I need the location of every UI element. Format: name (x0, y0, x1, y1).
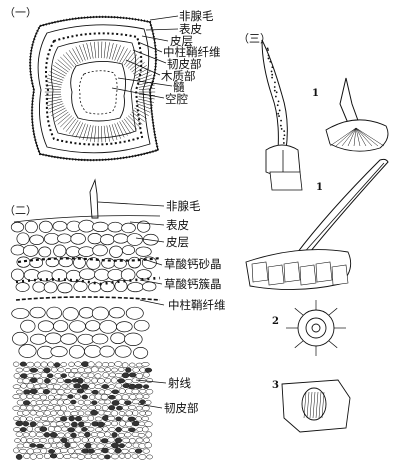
hair-figure-1b (325, 77, 389, 152)
sand-crystal-band (17, 256, 161, 264)
sand-crystal-lines (303, 391, 325, 419)
label-top-pith: 髓 (173, 80, 185, 94)
hair-drawing (89, 178, 99, 219)
figure-number-1a: 1 (312, 88, 319, 99)
figure-number-3: 3 (272, 380, 279, 391)
hair-1b-base (325, 119, 389, 152)
label-mid-pericycle: 中柱鞘纤维 (168, 298, 226, 312)
hair-figure-1a (261, 39, 303, 191)
label-top-cortex: 皮层 (170, 34, 193, 48)
top-labels: 非腺毛 表皮 皮层 中柱鞘纤维 韧皮部 木质部 髓 空腔 (161, 9, 221, 106)
hair-1a-dots (266, 47, 286, 144)
phloem-outline (50, 39, 137, 139)
section-2-label: （二） (4, 204, 37, 217)
tissue-detail (10, 178, 161, 460)
epidermis-outline (29, 16, 159, 161)
cluster-crystal-figure (286, 300, 346, 356)
pericycle-fibre-line (15, 296, 161, 301)
label-top-phloem: 韧皮部 (167, 57, 202, 71)
long-hair-cells (251, 261, 349, 286)
figure-number-1b: 1 (316, 182, 323, 193)
epidermis-line (13, 215, 161, 223)
sand-crystal-figure (281, 379, 351, 433)
hair-1a-body (261, 39, 288, 151)
label-mid-cluster-crystal: 草酸钙簇晶 (164, 277, 222, 291)
figure-number-2: 2 (272, 316, 279, 327)
label-top-cavity: 空腔 (165, 92, 188, 106)
mid-leader-lines (97, 201, 167, 409)
top-leader-lines (111, 15, 179, 99)
cluster-surrounding-cells (286, 300, 346, 356)
cavity-outline (79, 70, 118, 115)
cluster-crystal-band (15, 276, 161, 286)
tissue-cells (10, 219, 159, 460)
hair-1b-lines (329, 127, 385, 147)
label-mid-phloem: 韧皮部 (164, 401, 199, 415)
label-top-hair: 非腺毛 (179, 9, 214, 23)
pericycle-ring (45, 32, 144, 146)
xylem-rays (44, 41, 156, 143)
pith-outline (70, 61, 127, 122)
cross-section-overview (29, 15, 160, 162)
label-mid-cortex: 皮层 (166, 235, 189, 249)
label-mid-sand-crystal: 草酸钙砂晶 (164, 257, 222, 271)
label-top-pericycle: 中柱鞘纤维 (163, 45, 221, 59)
cortex-outline (37, 24, 151, 154)
label-top-epidermis: 表皮 (179, 22, 202, 36)
section-3-label: （三） (238, 32, 271, 45)
label-mid-hair: 非腺毛 (166, 199, 201, 213)
section-1-label: （一） (4, 6, 37, 19)
label-mid-epidermis: 表皮 (166, 218, 189, 232)
mid-labels: 非腺毛 表皮 皮层 草酸钙砂晶 草酸钙簇晶 中柱鞘纤维 射线 韧皮部 (164, 199, 226, 415)
label-mid-ray: 射线 (168, 376, 191, 390)
hair-figure-long (245, 158, 389, 290)
label-top-xylem: 木质部 (161, 69, 196, 83)
